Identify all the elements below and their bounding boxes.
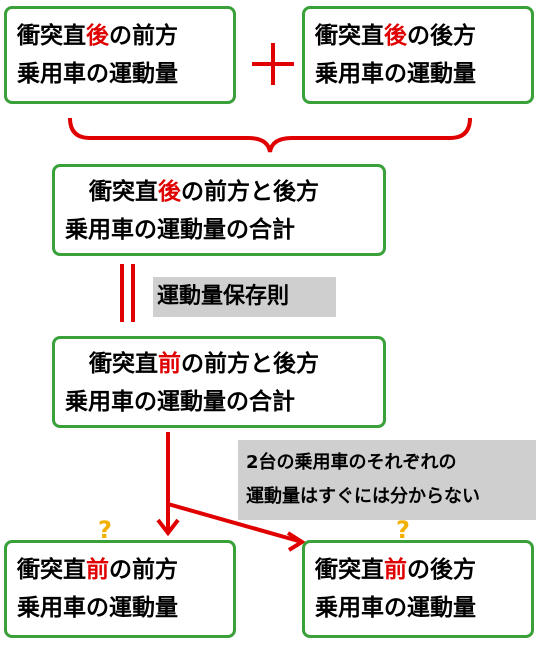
conservation-law-label: 運動量保存則 — [153, 277, 336, 317]
box-line-2: 乗用車の運動量 — [315, 595, 476, 621]
text-segment: の後方 — [407, 557, 476, 583]
plus-sign — [252, 43, 294, 85]
box-line-1: 衝突直後の前方 — [17, 17, 233, 55]
note-line-1: 2台の乗用車のそれぞれの — [246, 452, 457, 473]
unknown-momentum-note: 2台の乗用車のそれぞれの 運動量はすぐには分からない — [238, 440, 536, 520]
box-line-2: 乗用車の運動量の合計 — [65, 389, 295, 415]
box-before-front-momentum: 衝突直前の前方 乗用車の運動量 — [4, 540, 236, 638]
question-mark-left: ? — [98, 516, 112, 544]
highlight-after: 後 — [384, 23, 407, 49]
text-segment: 衝突直 — [17, 23, 86, 49]
box-line-1: 衝突直後の後方 — [315, 17, 531, 55]
text-segment: の前方と後方 — [181, 179, 319, 205]
highlight-before: 前 — [86, 557, 109, 583]
box-before-total-momentum: 衝突直前の前方と後方 乗用車の運動量の合計 — [52, 336, 386, 428]
sum-brace — [68, 117, 472, 153]
box-line-2: 乗用車の運動量 — [17, 595, 178, 621]
question-mark-right: ? — [396, 516, 410, 544]
box-after-front-momentum: 衝突直後の前方 乗用車の運動量 — [4, 6, 236, 104]
note-line-2: 運動量はすぐには分からない — [246, 486, 480, 507]
arrow-to-bottom-right — [167, 502, 306, 552]
text-segment: 衝突直 — [89, 351, 158, 377]
highlight-before: 前 — [158, 351, 181, 377]
text-segment: の後方 — [407, 23, 476, 49]
box-after-rear-momentum: 衝突直後の後方 乗用車の運動量 — [302, 6, 534, 104]
text-segment: の前方 — [109, 557, 178, 583]
box-line-1: 衝突直後の前方と後方 — [65, 173, 383, 211]
highlight-before: 前 — [384, 557, 407, 583]
box-line-2: 乗用車の運動量 — [17, 61, 178, 87]
box-line-1: 衝突直前の前方 — [17, 551, 233, 589]
text-segment: 衝突直 — [17, 557, 86, 583]
box-line-1: 衝突直前の後方 — [315, 551, 531, 589]
arrow-to-bottom-left — [156, 432, 180, 537]
text-segment: 衝突直 — [315, 557, 384, 583]
text-segment: 衝突直 — [315, 23, 384, 49]
equal-sign — [120, 264, 135, 322]
box-line-2: 乗用車の運動量の合計 — [65, 217, 295, 243]
text-segment: 衝突直 — [89, 179, 158, 205]
text-segment: の前方 — [109, 23, 178, 49]
box-before-rear-momentum: 衝突直前の後方 乗用車の運動量 — [302, 540, 534, 638]
highlight-after: 後 — [158, 179, 181, 205]
highlight-after: 後 — [86, 23, 109, 49]
text-segment: の前方と後方 — [181, 351, 319, 377]
box-line-2: 乗用車の運動量 — [315, 61, 476, 87]
box-after-total-momentum: 衝突直後の前方と後方 乗用車の運動量の合計 — [52, 164, 386, 256]
box-line-1: 衝突直前の前方と後方 — [65, 345, 383, 383]
